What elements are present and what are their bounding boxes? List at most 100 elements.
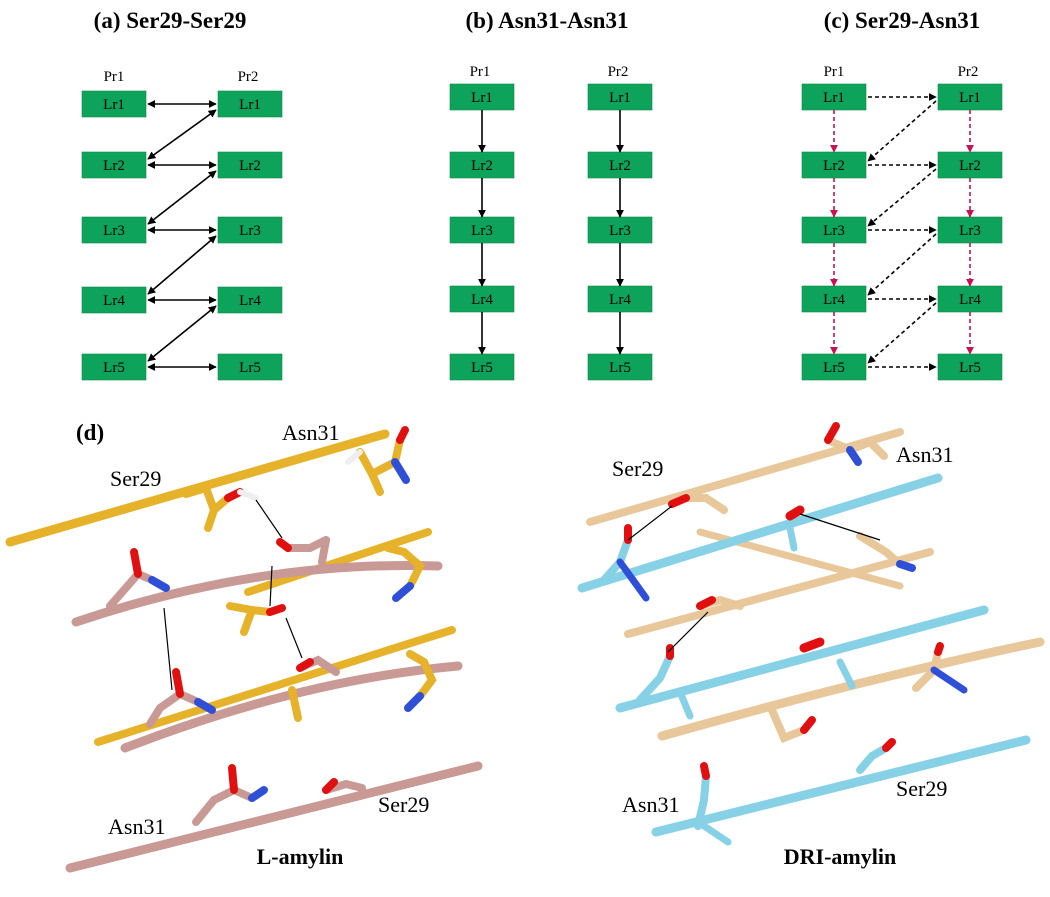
l-amylin-sidechains — [106, 426, 437, 826]
panel-c-pr1-layer-label: Lr4 — [823, 292, 845, 308]
panel-a-pr2-layer-box — [217, 151, 283, 179]
panel-b-pr1-layer-box — [449, 83, 515, 111]
panel-c-diagonal-arrow — [867, 302, 937, 364]
panel-b-pr1-label: Pr1 — [470, 64, 491, 80]
panel-a-pr1-layer-box — [81, 90, 147, 118]
panel-a-diagonal-arrow — [147, 235, 217, 295]
panel-c-pr2-layer-label: Lr1 — [959, 90, 981, 106]
panel-b-pr2-layer-label: Lr3 — [609, 223, 631, 239]
panel-c-pr2-layer-label: Lr3 — [959, 223, 981, 239]
dri-strand-tan-3 — [624, 548, 934, 638]
dri-ser29-bottom-label: Ser29 — [896, 776, 947, 801]
panel-c-diagonal-arrow — [867, 168, 937, 227]
l-amylin-strand-yellow-3 — [94, 626, 456, 746]
panel-c-pr2-layer-box — [937, 83, 1003, 111]
panel-c-title: (c) Ser29-Asn31 — [824, 8, 981, 33]
panel-a-pr2-layer-box — [217, 286, 283, 314]
dri-strand-blue-1 — [577, 473, 943, 593]
panel-a-pr2-layer-label: Lr3 — [239, 223, 261, 239]
panel-a-pr2-layer-label: Lr1 — [239, 97, 261, 113]
panel-c-pr2-label: Pr2 — [958, 64, 979, 80]
panel-b-pr2-layer-box — [587, 285, 653, 313]
panel-c-pr1-layer-box — [801, 151, 867, 179]
panel-a-pr1-layer-label: Lr2 — [103, 158, 125, 174]
l-amylin-asn31-bottom-label: Asn31 — [108, 814, 165, 839]
panel-c-pr1-layer-box — [801, 83, 867, 111]
panel-c-pr1-label: Pr1 — [824, 64, 845, 80]
l-amylin-asn31-top-label: Asn31 — [282, 420, 339, 445]
panel-a-pr1-layer-label: Lr1 — [103, 97, 125, 113]
panel-a-pr1-label: Pr1 — [104, 69, 125, 85]
panel-b-pr2-layer-box — [587, 151, 653, 179]
panel-b-pr1-layer-label: Lr5 — [471, 360, 493, 376]
panel-a-pr1-layer-label: Lr5 — [103, 360, 125, 376]
panel-b-pr2-layer-label: Lr4 — [609, 292, 631, 308]
panel-a-diagonal-arrow — [147, 109, 217, 160]
dri-strand-blue-3 — [651, 735, 1031, 837]
panel-c-pr1-layer-label: Lr2 — [823, 158, 845, 174]
panel-c-pr1-layer-box — [801, 216, 867, 244]
dri-asn31-top-label: Asn31 — [896, 442, 953, 467]
panel-b-pr1-layer-label: Lr3 — [471, 223, 493, 239]
dri-hbonds — [627, 505, 881, 653]
panel-c-pr2-layer-label: Lr5 — [959, 360, 981, 376]
panel-a-pr2-layer-label: Lr4 — [239, 293, 261, 309]
panel-c-pr2-layer-label: Lr4 — [959, 292, 981, 308]
panel-a-pr2-label: Pr2 — [238, 69, 259, 85]
panel-b-pr1-layer-box — [449, 285, 515, 313]
panel-b-pr1-layer-label: Lr2 — [471, 158, 493, 174]
panel-a-pr1-layer-box — [81, 216, 147, 244]
panel-a-pr2-layer-label: Lr2 — [239, 158, 261, 174]
l-amylin-strand-pink-1 — [71, 560, 443, 627]
panel-a-pr2-layer-box — [217, 216, 283, 244]
l-amylin-structure: Asn31 Ser29 Asn31 Ser29 L-amylin — [5, 420, 483, 873]
panel-c-pr2-layer-box — [937, 151, 1003, 179]
dri-amylin-name: DRI-amylin — [784, 844, 896, 869]
panel-d-label: (d) — [76, 420, 104, 445]
dri-amylin-structure: Ser29 Asn31 Asn31 Ser29 DRI-amylin — [577, 422, 1045, 869]
panel-a-title: (a) Ser29-Ser29 — [94, 8, 247, 33]
panel-c-pr1-layer-label: Lr5 — [823, 360, 845, 376]
panel-a-pr2-layer-box — [217, 90, 283, 118]
panel-a-pr2-layer-box — [217, 353, 283, 381]
l-amylin-strand-pink-3 — [65, 761, 483, 873]
panel-b-title: (b) Asn31-Asn31 — [466, 8, 629, 33]
panel-c-pr1-layer-label: Lr3 — [823, 223, 845, 239]
panel-c-pr1-layer-box — [801, 353, 867, 381]
panel-c-pr1-layer-label: Lr1 — [823, 90, 845, 106]
dri-ser29-top-label: Ser29 — [612, 456, 663, 481]
panel-a-diagonal-arrow — [147, 305, 217, 362]
panel-a-pr2-layer-label: Lr5 — [239, 360, 261, 376]
panel-b-pr2-layer-box — [587, 216, 653, 244]
panel-b-pr2-layer-box — [587, 353, 653, 381]
l-amylin-ser29-bottom-label: Ser29 — [378, 792, 429, 817]
dri-strand-tan-4 — [657, 637, 1045, 741]
panel-b-pr1-layer-box — [449, 216, 515, 244]
l-amylin-ser29-top-label: Ser29 — [110, 466, 161, 491]
panel-b-pr1-layer-label: Lr4 — [471, 292, 493, 308]
panel-a-pr1-layer-box — [81, 353, 147, 381]
panel-b-pr2-layer-label: Lr1 — [609, 90, 631, 106]
l-amylin-strand-yellow-2 — [244, 528, 432, 596]
panel-b-pr2-label: Pr2 — [608, 64, 629, 80]
dri-sidechains — [600, 422, 968, 846]
panel-c-pr1-layer-box — [801, 285, 867, 313]
l-amylin-name: L-amylin — [257, 844, 344, 869]
panel-a-pr1-layer-box — [81, 286, 147, 314]
panel-b-pr2-layer-label: Lr2 — [609, 158, 631, 174]
panel-b-pr1-layer-label: Lr1 — [471, 90, 493, 106]
dri-asn31-bottom-label: Asn31 — [622, 792, 679, 817]
panel-a-pr1-layer-label: Lr3 — [103, 223, 125, 239]
panel-a-pr1-layer-label: Lr4 — [103, 293, 125, 309]
panel-c-diagonal-arrow — [867, 100, 937, 162]
panel-b-pr2-layer-box — [587, 83, 653, 111]
panel-a-diagonal-arrow — [147, 170, 217, 225]
panel-b-pr1-layer-box — [449, 151, 515, 179]
panel-c-pr2-layer-label: Lr2 — [959, 158, 981, 174]
l-amylin-hbonds — [163, 499, 303, 691]
panel-b-pr1-layer-box — [449, 353, 515, 381]
